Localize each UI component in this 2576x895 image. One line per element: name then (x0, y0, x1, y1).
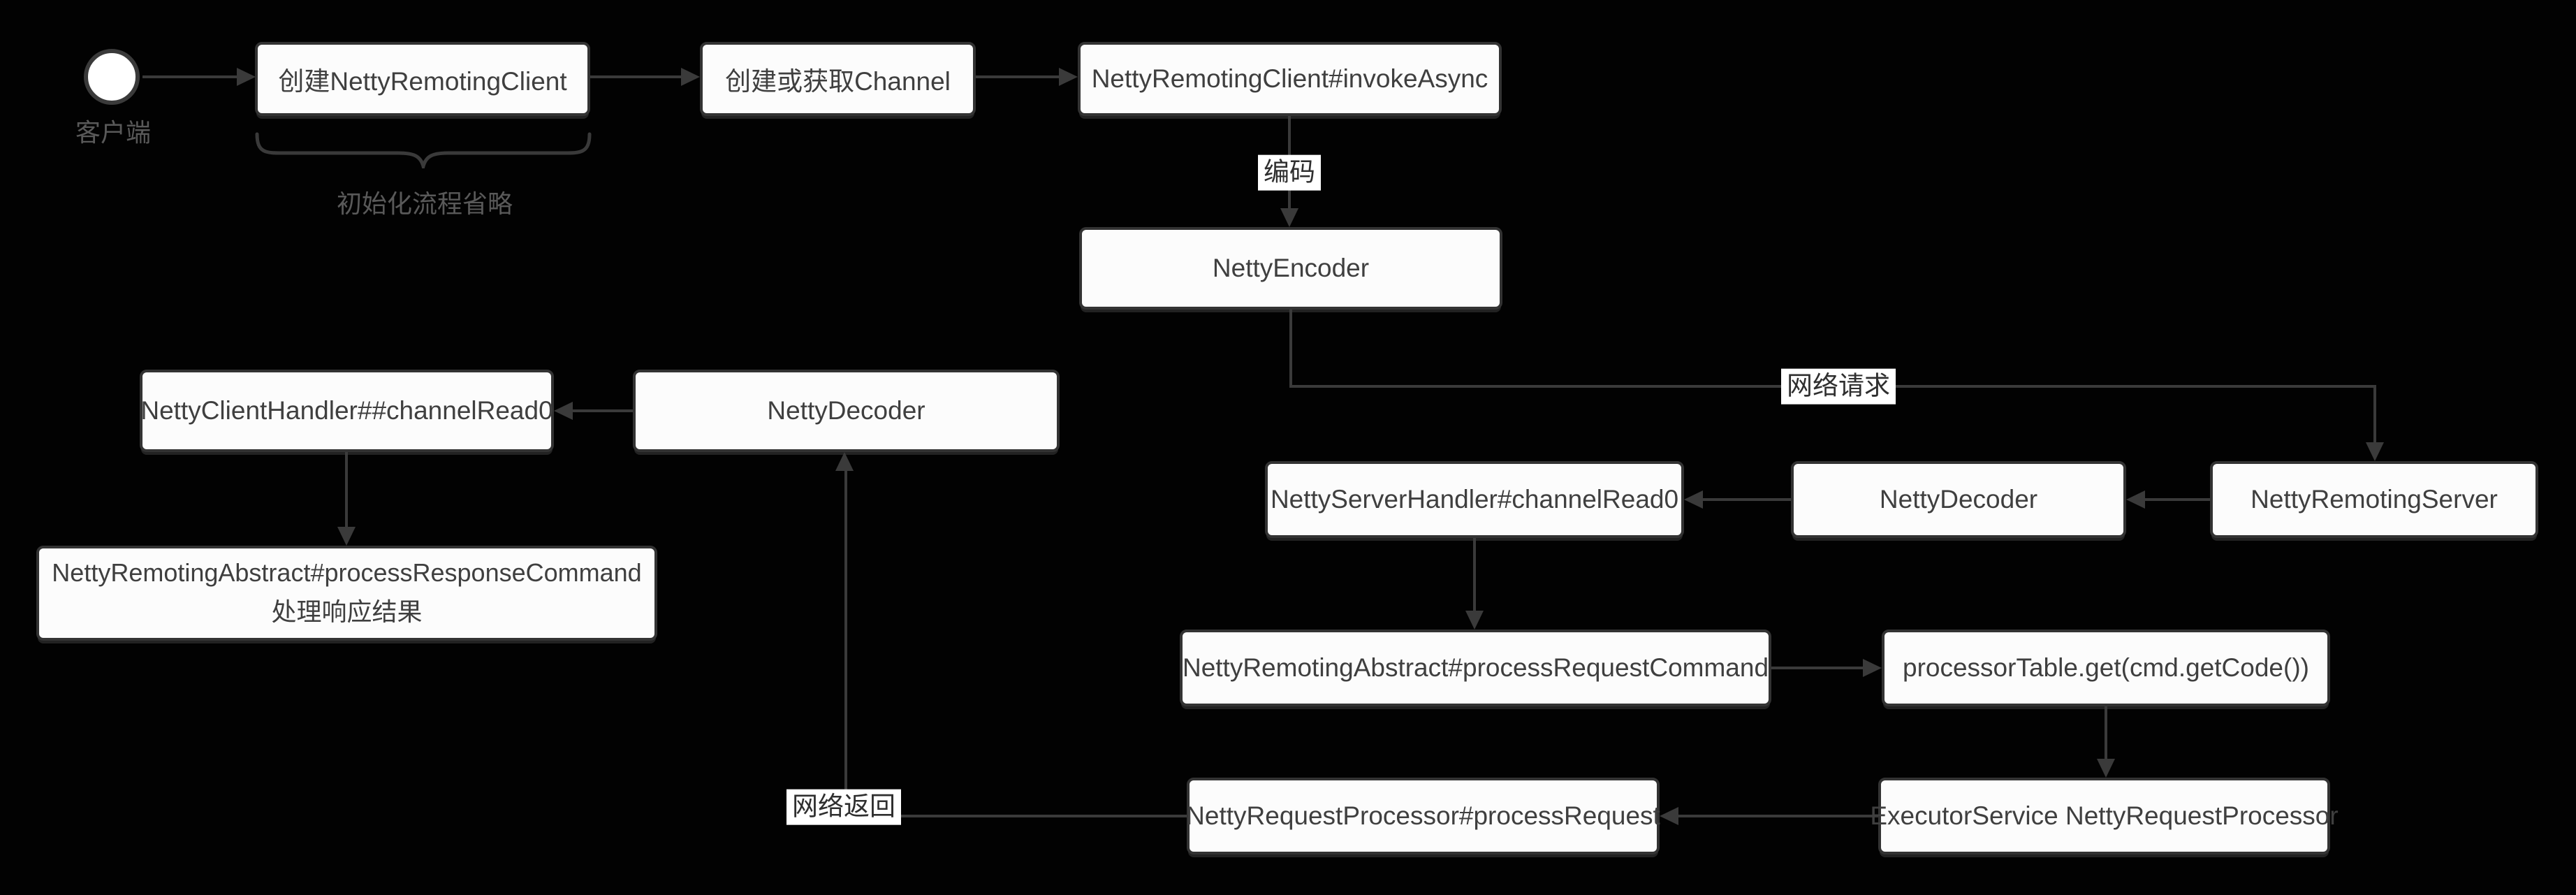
node-invoke-async[interactable]: NettyRemotingClient#invokeAsync (1078, 42, 1502, 116)
node-executor-service[interactable]: ExecutorService NettyRequestProcessor (1870, 778, 2339, 854)
edge-label-encode: 编码 (1258, 154, 1321, 191)
node-process-response-sublabel: 处理响应结果 (271, 597, 423, 626)
node-process-request-label: NettyRemotingAbstract#processRequestComm… (1182, 653, 1769, 682)
node-client-decoder-label: NettyDecoder (767, 396, 925, 425)
start-node-circle[interactable] (84, 49, 140, 105)
node-request-processor[interactable]: NettyRequestProcessor#processRequest (1186, 778, 1660, 854)
node-process-request[interactable]: NettyRemotingAbstract#processRequestComm… (1180, 630, 1771, 706)
edge-network-return-segment-up (844, 470, 847, 816)
start-node-label: 客户端 (75, 118, 152, 147)
edge-client-decoder-to-client-handler (572, 409, 633, 412)
arrowhead-server-handler (1684, 490, 1703, 509)
arrowhead-processor-table (1863, 659, 1882, 677)
arrowhead-client-handler (554, 402, 573, 420)
edge-client-handler-to-process-response (345, 452, 348, 527)
node-create-client-label: 创建NettyRemotingClient (278, 67, 567, 96)
edge-label-network-return: 网络返回 (786, 789, 901, 825)
edge-network-return-segment-across (844, 815, 1187, 817)
node-server-handler[interactable]: NettyServerHandler#channelRead0 (1265, 461, 1684, 538)
node-remoting-server[interactable]: NettyRemotingServer (2210, 461, 2538, 538)
edge-label-network-request: 网络请求 (1781, 368, 1896, 405)
arrowhead-remoting-server (2366, 442, 2384, 461)
edge-get-channel-to-invoke-async (976, 75, 1060, 78)
edge-decoder-to-server-handler (1702, 498, 1791, 501)
node-client-handler-label: NettyClientHandler##channelRead0 (140, 396, 553, 425)
arrowhead-netty-encoder (1280, 208, 1298, 227)
arrowhead-request-processor (1660, 807, 1678, 825)
node-create-client[interactable]: 创建NettyRemotingClient (255, 42, 590, 116)
arrowhead-server-decoder (2126, 490, 2145, 509)
arrowhead-invoke-async (1059, 68, 1078, 86)
node-server-decoder[interactable]: NettyDecoder (1791, 461, 2126, 538)
node-server-handler-label: NettyServerHandler#channelRead0 (1270, 485, 1679, 514)
init-flow-brace (255, 132, 592, 168)
edge-remoting-server-to-decoder (2144, 498, 2210, 501)
node-executor-service-label: ExecutorService NettyRequestProcessor (1870, 801, 2339, 830)
arrowhead-get-channel (681, 68, 700, 86)
node-invoke-async-label: NettyRemotingClient#invokeAsync (1091, 64, 1488, 93)
edge-server-handler-to-process-request (1473, 538, 1476, 611)
arrowhead-executor-service (2097, 759, 2115, 778)
node-netty-encoder[interactable]: NettyEncoder (1079, 227, 1502, 310)
node-process-response[interactable]: NettyRemotingAbstract#processResponseCom… (36, 546, 657, 641)
edge-processor-table-to-executor (2105, 706, 2107, 759)
init-flow-note: 初始化流程省略 (336, 189, 513, 218)
edge-network-request-segment-drop (2373, 386, 2376, 443)
edge-create-client-to-get-channel (590, 75, 682, 78)
arrowhead-process-request (1465, 611, 1484, 630)
node-netty-encoder-label: NettyEncoder (1212, 254, 1370, 282)
node-get-channel-label: 创建或获取Channel (725, 67, 951, 96)
node-server-decoder-label: NettyDecoder (1879, 485, 2038, 514)
arrowhead-process-response (337, 527, 356, 546)
edge-process-request-to-processor-table (1771, 667, 1864, 669)
node-client-decoder[interactable]: NettyDecoder (633, 370, 1060, 452)
node-processor-table[interactable]: processorTable.get(cmd.getCode()) (1882, 630, 2330, 706)
node-get-channel[interactable]: 创建或获取Channel (700, 42, 976, 116)
edge-executor-to-request-processor (1678, 815, 1878, 817)
edge-start-to-create-client (142, 75, 237, 78)
node-request-processor-label: NettyRequestProcessor#processRequest (1186, 801, 1660, 830)
node-remoting-server-label: NettyRemotingServer (2251, 485, 2498, 514)
node-process-response-label: NettyRemotingAbstract#processResponseCom… (52, 558, 642, 587)
arrowhead-create-client (237, 68, 256, 86)
node-client-handler[interactable]: NettyClientHandler##channelRead0 (140, 370, 554, 452)
node-processor-table-label: processorTable.get(cmd.getCode()) (1903, 653, 2309, 682)
arrowhead-client-decoder (835, 452, 854, 471)
edge-network-request-segment-down (1289, 310, 1292, 386)
